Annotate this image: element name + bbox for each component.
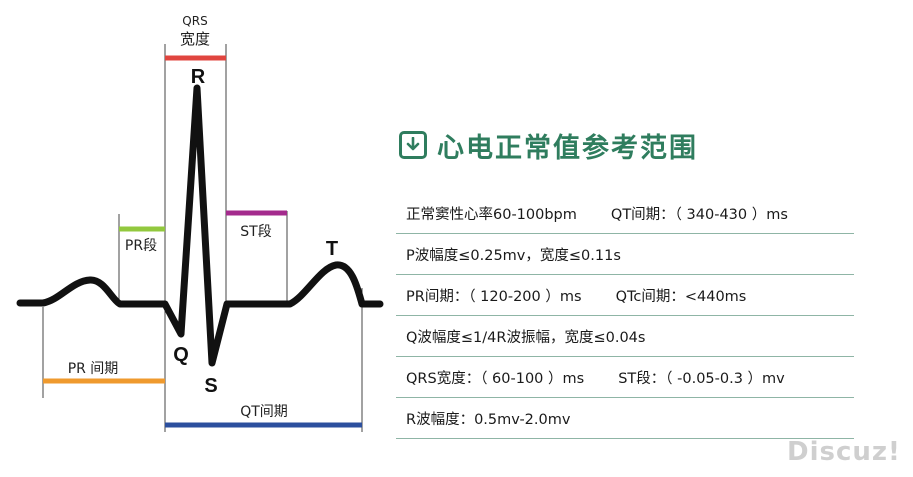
qt-interval-label: QT间期	[240, 404, 288, 420]
t-wave-label: T	[326, 238, 338, 260]
q-wave-label: Q	[173, 344, 189, 366]
st-segment-text: ST段：（ -0.05-0.3 ）mv	[618, 370, 785, 387]
info-row: Q波幅度≤1/4R波振幅，宽度≤0.04s	[396, 316, 854, 357]
ecg-trace	[16, 84, 384, 367]
q-wave-text: Q波幅度≤1/4R波振幅，宽度≤0.04s	[406, 329, 646, 346]
qrs-width-label-line1: QRS	[182, 14, 207, 28]
qrs-width-text: QRS宽度：（ 60-100 ）ms	[406, 370, 585, 387]
pr-segment-label: PR段	[125, 238, 157, 254]
info-row: R波幅度：0.5mv-2.0mv	[396, 398, 854, 439]
p-wave-text: P波幅度≤0.25mv，宽度≤0.11s	[406, 247, 621, 264]
pr-interval-text: PR间期：（ 120-200 ）ms	[406, 288, 582, 305]
info-list: 正常窦性心率60-100bpm QT间期：（ 340-430 ）ms P波幅度≤…	[396, 193, 854, 439]
info-row: QRS宽度：（ 60-100 ）ms ST段：（ -0.05-0.3 ）mv	[396, 357, 854, 398]
info-row: PR间期：（ 120-200 ）ms QTc间期：<440ms	[396, 275, 854, 316]
download-arrow-icon	[399, 131, 427, 159]
s-wave-label: S	[204, 375, 217, 397]
r-wave-text: R波幅度：0.5mv-2.0mv	[406, 411, 571, 428]
qt-interval-text: QT间期：（ 340-430 ）ms	[610, 206, 788, 223]
r-wave-label: R	[191, 66, 206, 88]
info-row: 正常窦性心率60-100bpm QT间期：（ 340-430 ）ms	[396, 193, 854, 234]
info-row: P波幅度≤0.25mv，宽度≤0.11s	[396, 234, 854, 275]
panel-title: 心电正常值参考范围	[437, 132, 698, 164]
heart-rate-text: 正常窦性心率60-100bpm	[406, 206, 577, 223]
qtc-interval-text: QTc间期：<440ms	[615, 288, 747, 305]
reference-panel: 心电正常值参考范围 正常窦性心率60-100bpm QT间期：（ 340-430…	[396, 120, 854, 439]
panel-title-row: 心电正常值参考范围	[399, 120, 854, 170]
pr-interval-label: PR 间期	[68, 361, 119, 377]
watermark: Discuz!	[787, 437, 901, 467]
ecg-diagram: QRS 宽度 R PR段 ST段 T Q S PR 间期 QT间期	[16, 14, 384, 432]
st-segment-label: ST段	[240, 224, 271, 240]
qrs-width-label-line2: 宽度	[180, 30, 210, 48]
